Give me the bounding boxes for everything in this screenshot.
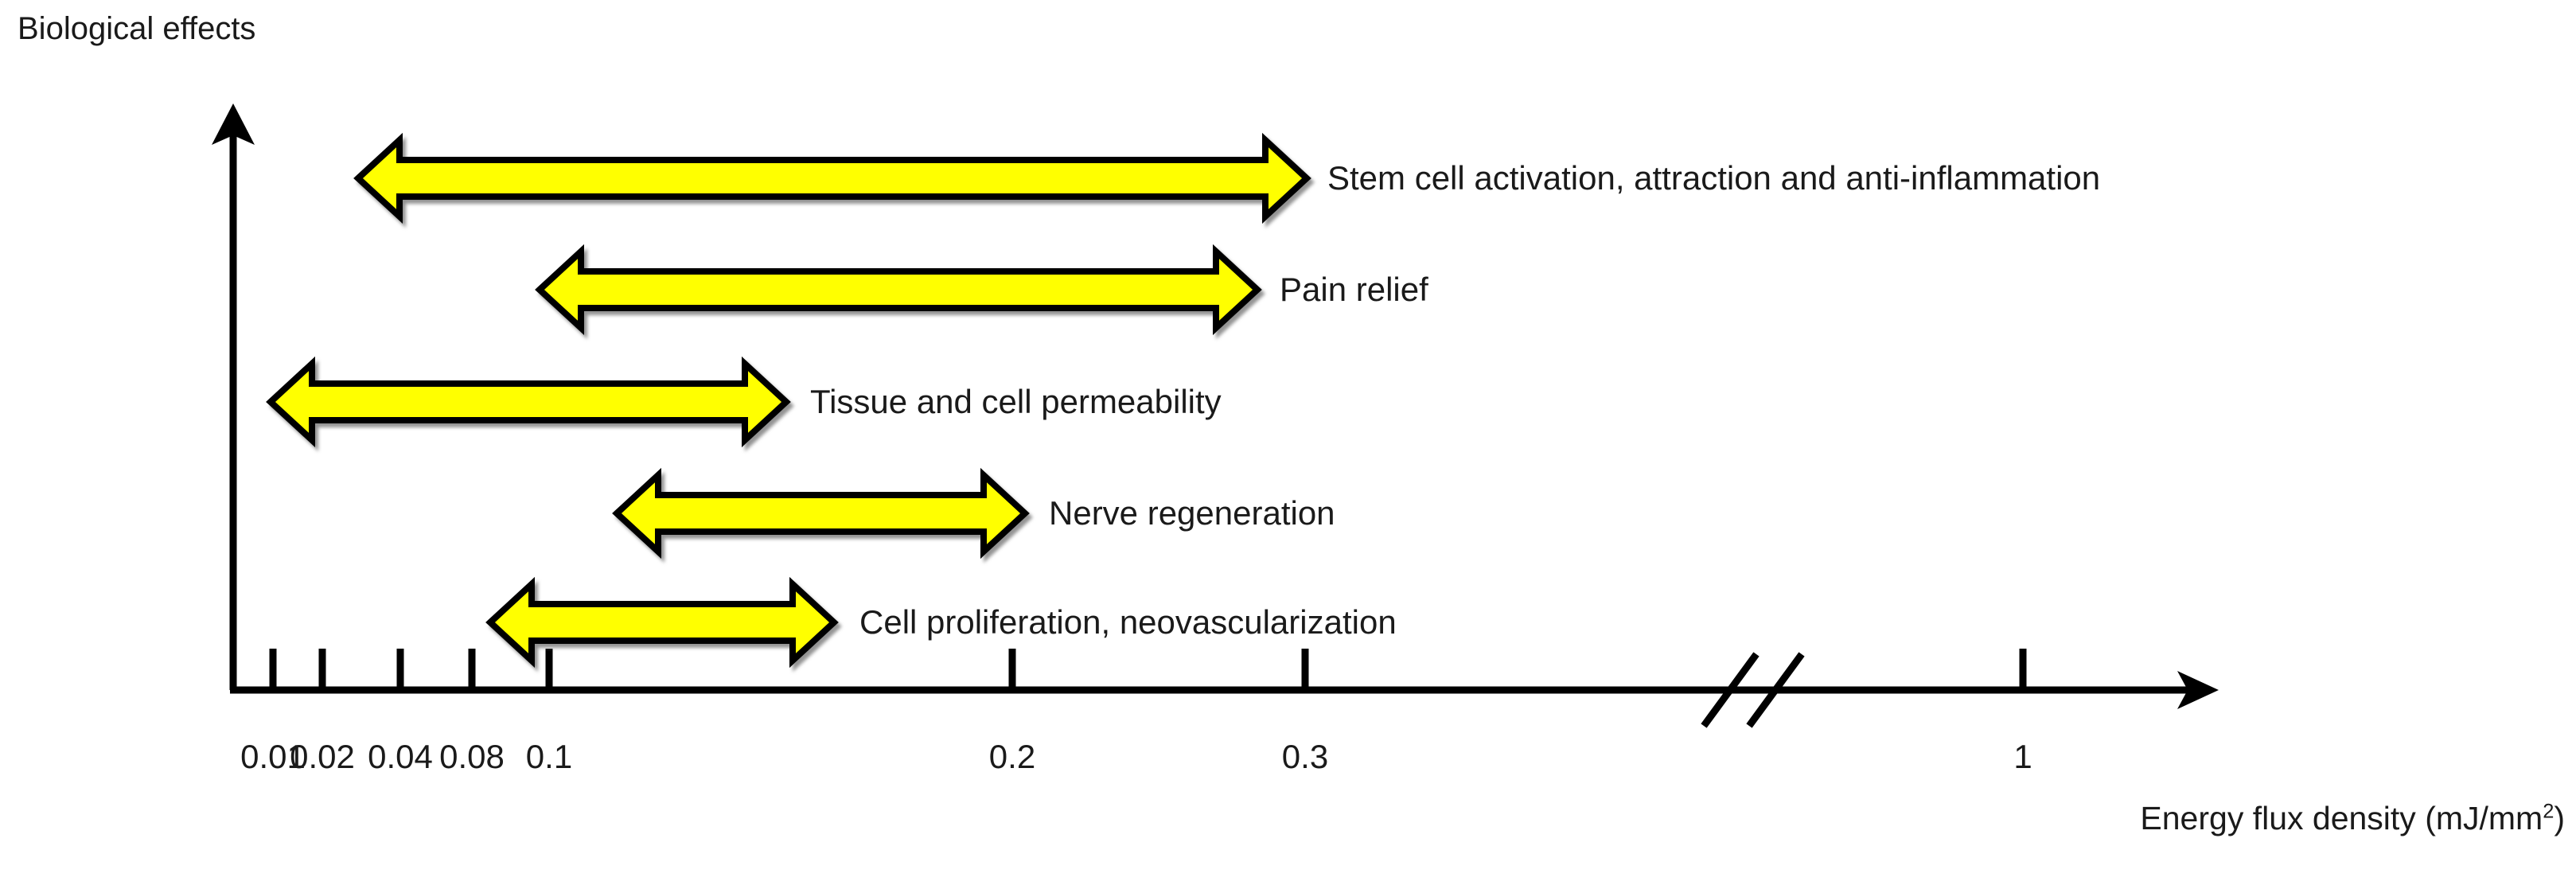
range-arrow-cell-proliferation (485, 576, 839, 669)
x-tick-label-0-3: 0.3 (1281, 738, 1329, 775)
range-label-nerve-regeneration: Nerve regeneration (1049, 494, 1335, 532)
x-axis-title-prefix: Energy flux density (mJ/mm (2140, 800, 2543, 836)
range-arrow-tissue-cell-permeability (266, 356, 791, 448)
y-axis-title: Biological effects (18, 11, 256, 46)
range-arrow-nerve-regeneration (612, 467, 1030, 560)
x-axis-tick-marks (269, 649, 2027, 687)
x-tick-label-0-04: 0.04 (368, 738, 433, 775)
range-arrow-pain-relief (535, 244, 1262, 336)
x-tick-label-0-08: 0.08 (439, 738, 505, 775)
range-arrow-stem-cell-activation (353, 132, 1311, 224)
x-tick-label-1: 1 (2013, 738, 2032, 775)
x-tick-label-0-02: 0.02 (290, 738, 355, 775)
x-axis-title-suffix: ) (2554, 800, 2565, 836)
range-arrow-group (266, 132, 1311, 669)
x-axis (230, 671, 2219, 709)
x-axis-title: Energy flux density (mJ/mm2) (2140, 800, 2565, 836)
x-axis-title-superscript: 2 (2543, 800, 2555, 823)
range-label-pain-relief: Pain relief (1280, 271, 1428, 308)
x-tick-label-0-01: 0.01 (240, 738, 306, 775)
axis-break-icon (1701, 652, 1805, 728)
range-label-stem-cell-activation: Stem cell activation, attraction and ant… (1327, 159, 2101, 197)
x-tick-label-0-1: 0.1 (525, 738, 573, 775)
range-label-tissue-cell-permeability: Tissue and cell permeability (810, 383, 1222, 420)
range-label-cell-proliferation: Cell proliferation, neovascularization (859, 603, 1397, 641)
y-axis (212, 103, 255, 690)
x-tick-label-0-2: 0.2 (988, 738, 1036, 775)
